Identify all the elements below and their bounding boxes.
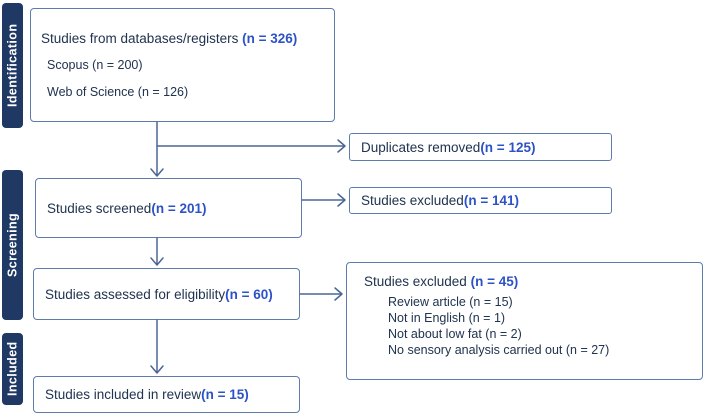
box-count: (n = 201) [151, 200, 207, 216]
box-title: Studies excluded (n = 45) [364, 273, 694, 290]
database-source: Web of Science (n = 126) [47, 85, 189, 99]
box-studies-screened: Studies screened (n = 201) [35, 178, 302, 238]
exclusion-reason: No sensory analysis carried out (n = 27) [388, 343, 610, 357]
arrowhead-down-icon [150, 168, 164, 177]
box-count: (n = 125) [480, 139, 536, 155]
box-count: (n = 45) [470, 274, 519, 289]
box-duplicates-removed: Duplicates removed (n = 125) [349, 133, 612, 161]
box-studies-included: Studies included in review (n = 15) [33, 376, 300, 413]
stage-label-screening: Screening [2, 170, 23, 320]
box-count: (n = 141) [463, 193, 519, 208]
exclusion-reason: Review article (n = 15) [388, 295, 513, 309]
box-title: Studies from databases/registers (n = 32… [41, 30, 326, 47]
box-studies-excluded-eligibility: Studies excluded (n = 45) Review article… [346, 262, 703, 380]
box-studies-assessed: Studies assessed for eligibility (n = 60… [33, 268, 300, 320]
database-source: Scopus (n = 200) [47, 58, 143, 72]
arrowhead-right-icon [337, 139, 346, 153]
box-label: Studies included in review [45, 387, 202, 402]
arrowhead-down-icon [150, 365, 164, 374]
stage-label-included: Included [2, 333, 23, 405]
stage-label-identification: Identification [2, 3, 23, 128]
exclusion-reason: Not about low fat (n = 2) [388, 327, 522, 341]
box-studies-from-databases: Studies from databases/registers (n = 32… [30, 8, 335, 122]
exclusion-reason: Not in English (n = 1) [388, 311, 506, 325]
box-label: Studies excluded [364, 274, 471, 289]
box-label: Studies assessed for eligibility [45, 286, 226, 302]
box-label: Studies from databases/registers [41, 31, 243, 46]
arrowhead-down-icon [150, 257, 164, 266]
box-label: Duplicates removed [361, 139, 481, 155]
box-count: (n = 15) [201, 387, 249, 402]
arrowhead-right-icon [337, 193, 346, 207]
box-count: (n = 60) [225, 286, 273, 302]
box-studies-excluded-screening: Studies excluded (n = 141) [349, 187, 612, 214]
box-label: Studies screened [47, 200, 152, 216]
arrowhead-right-icon [334, 287, 343, 301]
box-label: Studies excluded [361, 193, 464, 208]
box-count: (n = 326) [242, 31, 298, 46]
